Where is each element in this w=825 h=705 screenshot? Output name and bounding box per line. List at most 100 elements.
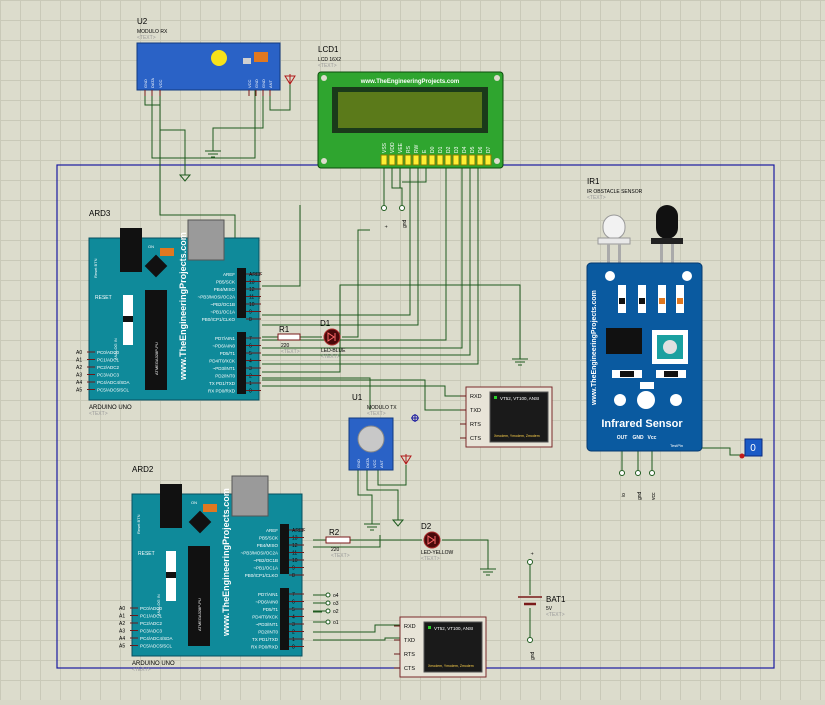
ir1-pin-out: OUT	[617, 435, 628, 441]
vterm1-pin-RTS: RTS	[470, 422, 481, 428]
lcd-pin-label-RW: RW	[414, 144, 420, 153]
ir-probe[interactable]	[744, 438, 763, 457]
lcd1-ref: LCD1	[318, 45, 339, 54]
u1-pin-1: DATA	[365, 458, 370, 468]
r1-resistor[interactable]: R1 220 <TEXT>	[277, 325, 301, 355]
ard2-reset: RESET	[138, 551, 155, 557]
ard3-pin-label-1: PB5/SCK	[216, 280, 235, 285]
bat-net-gnd: gnd	[530, 651, 536, 660]
ard2-dpin-label-7: RX PD0/RXD	[251, 645, 279, 650]
u2-pin-5: GND	[261, 79, 266, 88]
lcd-net-plus: +	[384, 225, 390, 228]
ard3-dpin-6: 6	[249, 344, 252, 350]
ard3-header-bottom	[237, 332, 246, 394]
lcd-pin-label-D7: D7	[486, 146, 492, 153]
r1-ref: R1	[279, 325, 290, 334]
lcd-pin-RW	[412, 154, 420, 166]
lcd-pin-E	[420, 154, 428, 166]
ard3-pin-AREF: AREF	[249, 272, 262, 278]
ard2-dpin-label-6: TX PD1/TXD	[252, 637, 279, 642]
ard3-name: ARDUINO UNO	[89, 405, 132, 411]
d1-led[interactable]: D1 LED-BLUE <TEXT>	[320, 319, 346, 360]
ard2-apin-label-0: PC0/ADC0	[140, 606, 163, 611]
ard2-reset-btn: Reset BTN	[136, 514, 141, 534]
lcd1-screen	[338, 92, 482, 128]
ard2-pin-10: 10	[292, 558, 298, 564]
ard3-pin-label-2: PB4/MISO	[214, 287, 236, 292]
ard2-apin-label-2: PC2/ADC2	[140, 621, 163, 626]
ir1-ref: IR1	[587, 177, 600, 186]
lcd-pin-label-D2: D2	[446, 146, 452, 153]
ard2-apin-label-5: PC5/ADC5/SCL	[140, 644, 173, 649]
ard2-arduino[interactable]: ARD2 ATMEGA328P-PU www.TheEngineeringPro…	[119, 465, 339, 673]
ard3-pin-13: 13	[249, 280, 255, 286]
ard2-dpin-7: 7	[292, 592, 295, 598]
ir1-sensor[interactable]: IR1 IR OBSTACLE SENSOR <TEXT> www.TheEng…	[586, 177, 763, 459]
ard3-ref: ARD3	[89, 209, 111, 218]
ard2-dpin-label-1: ~PD6/AIN0	[255, 600, 278, 605]
vterm1-pin-CTS: CTS	[470, 436, 481, 442]
wires	[144, 82, 745, 641]
ard3-apin-label-5: PC5/ADC5/SCL	[97, 388, 130, 393]
d2-led[interactable]: D2 LED-YELLOW <TEXT>	[421, 522, 454, 562]
ard2-usb-port	[231, 475, 269, 517]
ard2-on: ON	[191, 500, 197, 505]
lcd-pin-label-VEE: VEE	[398, 142, 404, 153]
ard2-digital-top-pins: AREFAREF13PB5/SCK12PB4/MISO11~PB3/MOSI/O…	[241, 524, 305, 579]
bat-net-plus: +	[530, 552, 536, 555]
ir1-testpin: TestPin	[670, 443, 683, 448]
r1-value: 220	[281, 343, 290, 349]
ard3-apin-label-4: PC4/ADC4/SDA	[97, 380, 130, 385]
ard2-apin-A3: A3	[119, 629, 125, 635]
bat1-text: <TEXT>	[546, 612, 565, 618]
ard2-pin-label-0: AREF	[266, 528, 278, 533]
ard3-apin-label-2: PC2/ADC2	[97, 365, 120, 370]
ard2-dpin-2: 2	[292, 630, 295, 636]
vterm2-pin-RTS: RTS	[404, 652, 415, 658]
ard2-pin-label-6: PB0/ICP1/CLKO	[245, 573, 279, 578]
ard2-pin-9: 9	[292, 566, 295, 572]
ard2-pin-12: 12	[292, 543, 298, 549]
ard3-arduino[interactable]: ARD3 ATMEGA328P-PU www.TheEngineeringPro…	[76, 209, 262, 417]
ard3-dpin-2: 2	[249, 374, 252, 380]
lcd-pin-D5	[468, 154, 476, 166]
bat1-battery[interactable]: BAT1 5V <TEXT>	[518, 595, 566, 618]
ard3-dpin-0: 0	[249, 389, 252, 395]
lcd1-name: LCD 16X2	[318, 57, 341, 63]
ard2-dpin-label-3: PD4/T0/XCK	[252, 615, 278, 620]
vterm1-virtual-terminal[interactable]: VT52, VT100, ANSI Xmodem, Ymodem, Zmodem…	[460, 386, 553, 448]
u1-ref: U1	[352, 393, 363, 402]
ard2-pin-8: 8	[292, 573, 295, 579]
ard2-text: <TEXT>	[132, 667, 151, 673]
ard3-pin-label-5: ~PB1/OC1A	[210, 310, 235, 315]
ir-probe-value: 0	[750, 443, 756, 454]
ard3-text: <TEXT>	[89, 411, 108, 417]
ard2-pin-AREF: AREF	[292, 528, 305, 534]
ard3-pin-label-0: AREF	[223, 272, 235, 277]
u2-pin-0: GND	[143, 79, 148, 88]
lcd-pin-RS	[404, 154, 412, 166]
r2-resistor[interactable]: R2 220 <TEXT>	[325, 528, 351, 559]
vterm2-footer: Xmodem, Ymodem, Zmodem	[428, 664, 474, 668]
lcd-pin-D6	[476, 154, 484, 166]
ard3-digital-bottom-pins: 7PD7/AIN16~PD6/AIN05PD5/T14PD4/T0/XCK3~P…	[208, 332, 261, 395]
ir1-title: Infrared Sensor	[601, 418, 683, 430]
ard3-apin-label-3: PC3/ADC3	[97, 373, 120, 378]
u1-pin-3: ANT	[379, 459, 384, 468]
vterm2-virtual-terminal[interactable]: VT52, VT100, ANSI Xmodem, Ymodem, Zmodem…	[394, 616, 487, 678]
u2-name: MODULO RX	[137, 29, 168, 35]
lcd1-display[interactable]: LCD1 LCD 16X2 <TEXT> www.TheEngineeringP…	[317, 45, 504, 169]
ard3-apin-A0: A0	[76, 350, 82, 356]
ard2-name: ARDUINO UNO	[132, 661, 175, 667]
lcd-pin-D2	[444, 154, 452, 166]
lcd-pin-label-E: E	[422, 149, 428, 153]
vterm1-pin-RXD: RXD	[470, 394, 482, 400]
ard3-pin-label-4: ~PB2/OC1B	[210, 302, 235, 307]
ard3-dpin-5: 5	[249, 351, 252, 357]
u2-coil	[254, 52, 268, 62]
